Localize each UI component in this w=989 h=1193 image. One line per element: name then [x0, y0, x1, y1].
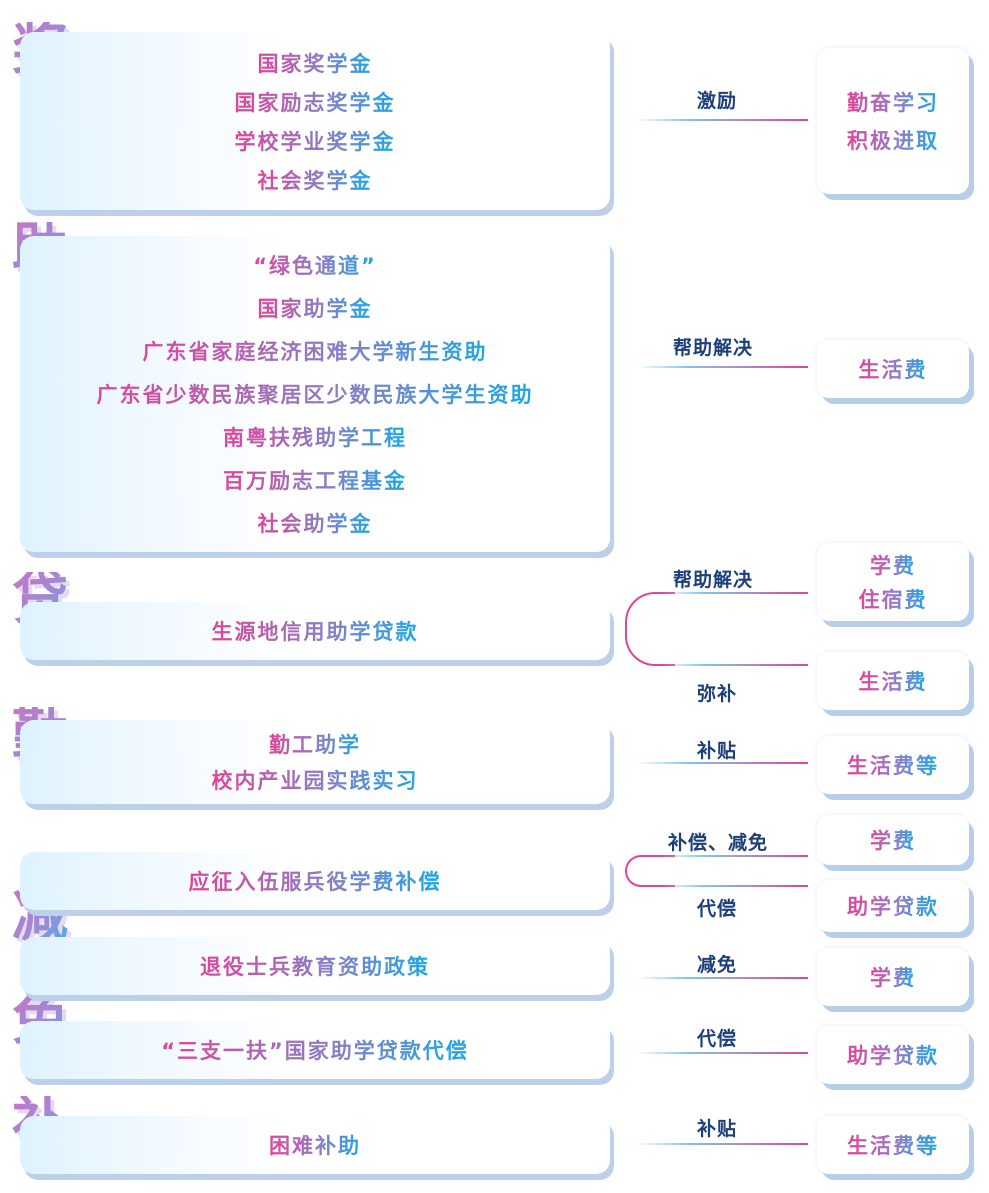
program-item: 校内产业园实践实习 [212, 765, 419, 795]
program-item: 广东省少数民族聚居区少数民族大学生资助 [97, 379, 534, 409]
result-box-dai-top: 学费 住宿费 [817, 543, 969, 621]
result-box-bu: 生活费等 [817, 1116, 969, 1174]
connector-label-zhu: 帮助解决 [673, 337, 754, 359]
result-item: 学费 [870, 962, 916, 992]
result-box-zhu: 生活费 [817, 340, 969, 398]
connector-label-dai-top: 帮助解决 [673, 569, 754, 591]
connector-label-bu: 补贴 [697, 1118, 738, 1140]
program-item: 学校学业奖学金 [235, 126, 396, 156]
program-item: 社会奖学金 [258, 165, 373, 195]
result-item: 生活费 [859, 354, 928, 384]
result-item: 学费 [870, 825, 916, 855]
program-box-qin: 勤工助学 校内产业园实践实习 [20, 720, 610, 804]
program-item: “绿色通道” [253, 250, 377, 280]
result-box-qin: 生活费等 [817, 736, 969, 794]
result-box-dai-bottom: 生活费 [817, 652, 969, 710]
result-box-jm2: 学费 [817, 948, 969, 1006]
program-item: 南粤扶残助学工程 [223, 422, 407, 452]
connector-label-jiang: 激励 [697, 90, 738, 112]
connector-bracket-dai [625, 592, 675, 666]
connector-label-jm3: 代偿 [697, 1028, 738, 1050]
result-item: 助学贷款 [847, 891, 939, 921]
connector-label-jm1-top: 补偿、减免 [668, 832, 769, 854]
program-box-jianmian-2: 退役士兵教育资助政策 [20, 937, 610, 995]
program-item: 广东省家庭经济困难大学新生资助 [143, 336, 488, 366]
program-item: 勤工助学 [269, 729, 361, 759]
connector-line-dai-bottom [660, 664, 808, 666]
program-item: 国家励志奖学金 [235, 87, 396, 117]
program-item: 百万励志工程基金 [223, 465, 407, 495]
result-item: 勤奋学习 [847, 87, 939, 117]
connector-line-jm1-bottom [660, 885, 808, 887]
program-box-jiang: 国家奖学金 国家励志奖学金 学校学业奖学金 社会奖学金 [20, 32, 610, 210]
connector-line-zhu [636, 366, 808, 368]
result-box-jiang: 勤奋学习 积极进取 [817, 48, 969, 194]
connector-line-bu [636, 1143, 808, 1145]
connector-line-jm1-top [660, 855, 808, 857]
program-item: 国家助学金 [258, 293, 373, 323]
program-item: “三支一扶”国家助学贷款代偿 [161, 1035, 469, 1065]
program-item: 退役士兵教育资助政策 [200, 951, 430, 981]
result-box-jm1-bottom: 助学贷款 [817, 880, 969, 932]
result-box-jm1-top: 学费 [817, 815, 969, 865]
program-item: 应征入伍服兵役学费补偿 [189, 866, 442, 896]
program-item: 社会助学金 [258, 508, 373, 538]
connector-label-dai-bottom: 弥补 [697, 683, 738, 705]
program-item: 国家奖学金 [258, 48, 373, 78]
result-item: 生活费等 [847, 1130, 939, 1160]
connector-line-jiang [636, 119, 808, 121]
connector-line-jm3 [636, 1052, 808, 1054]
program-box-jianmian-3: “三支一扶”国家助学贷款代偿 [20, 1021, 610, 1079]
result-item: 生活费 [859, 666, 928, 696]
result-item: 助学贷款 [847, 1040, 939, 1070]
result-item: 积极进取 [847, 125, 939, 155]
program-box-zhu: “绿色通道” 国家助学金 广东省家庭经济困难大学新生资助 广东省少数民族聚居区少… [20, 236, 610, 552]
connector-label-jm2: 减免 [697, 954, 738, 976]
connector-label-jm1-bottom: 代偿 [697, 898, 738, 920]
connector-line-qin [636, 762, 808, 764]
program-box-bu: 困难补助 [20, 1116, 610, 1174]
result-box-jm3: 助学贷款 [817, 1026, 969, 1084]
connector-label-qin: 补贴 [697, 740, 738, 762]
connector-bracket-jm1 [625, 855, 675, 887]
result-item: 生活费等 [847, 750, 939, 780]
connector-line-dai-top [660, 592, 808, 594]
result-item: 学费 [870, 550, 916, 580]
program-box-jianmian-1: 应征入伍服兵役学费补偿 [20, 852, 610, 910]
connector-line-jm2 [636, 977, 808, 979]
program-item: 困难补助 [269, 1130, 361, 1160]
program-box-dai: 生源地信用助学贷款 [20, 602, 610, 660]
result-item: 住宿费 [859, 584, 928, 614]
program-item: 生源地信用助学贷款 [212, 616, 419, 646]
